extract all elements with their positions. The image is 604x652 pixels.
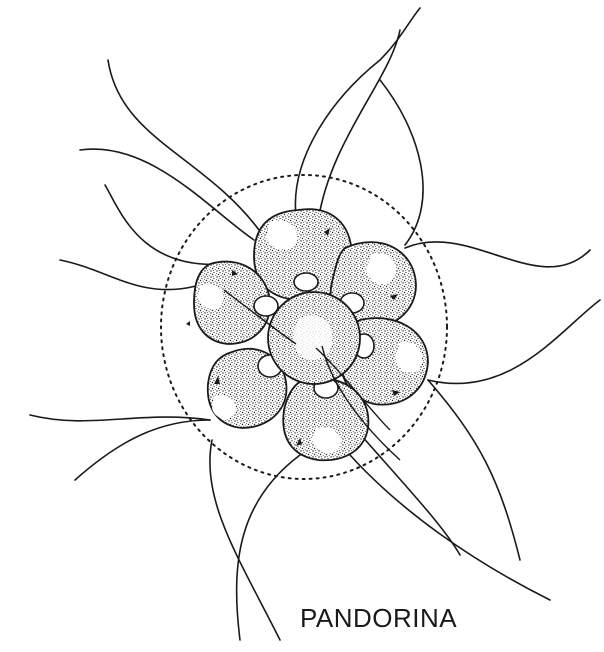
flagellum (350, 455, 550, 600)
flagellum (428, 300, 600, 384)
flagellum (75, 420, 210, 480)
flagellum (237, 455, 300, 640)
flagellum (30, 415, 210, 421)
gap (294, 273, 318, 291)
flagellum (105, 185, 224, 264)
central-cell-highlight (294, 316, 333, 360)
flagellum (380, 80, 423, 245)
flagellum (428, 380, 520, 560)
eyespot-icon (186, 321, 190, 326)
flagellum (318, 30, 400, 222)
flagellum (405, 242, 590, 267)
flagellum (60, 260, 196, 290)
diagram-label: PANDORINA (300, 603, 457, 634)
flagellum (80, 149, 254, 240)
flagellum (210, 440, 280, 640)
flagellum (108, 60, 262, 234)
